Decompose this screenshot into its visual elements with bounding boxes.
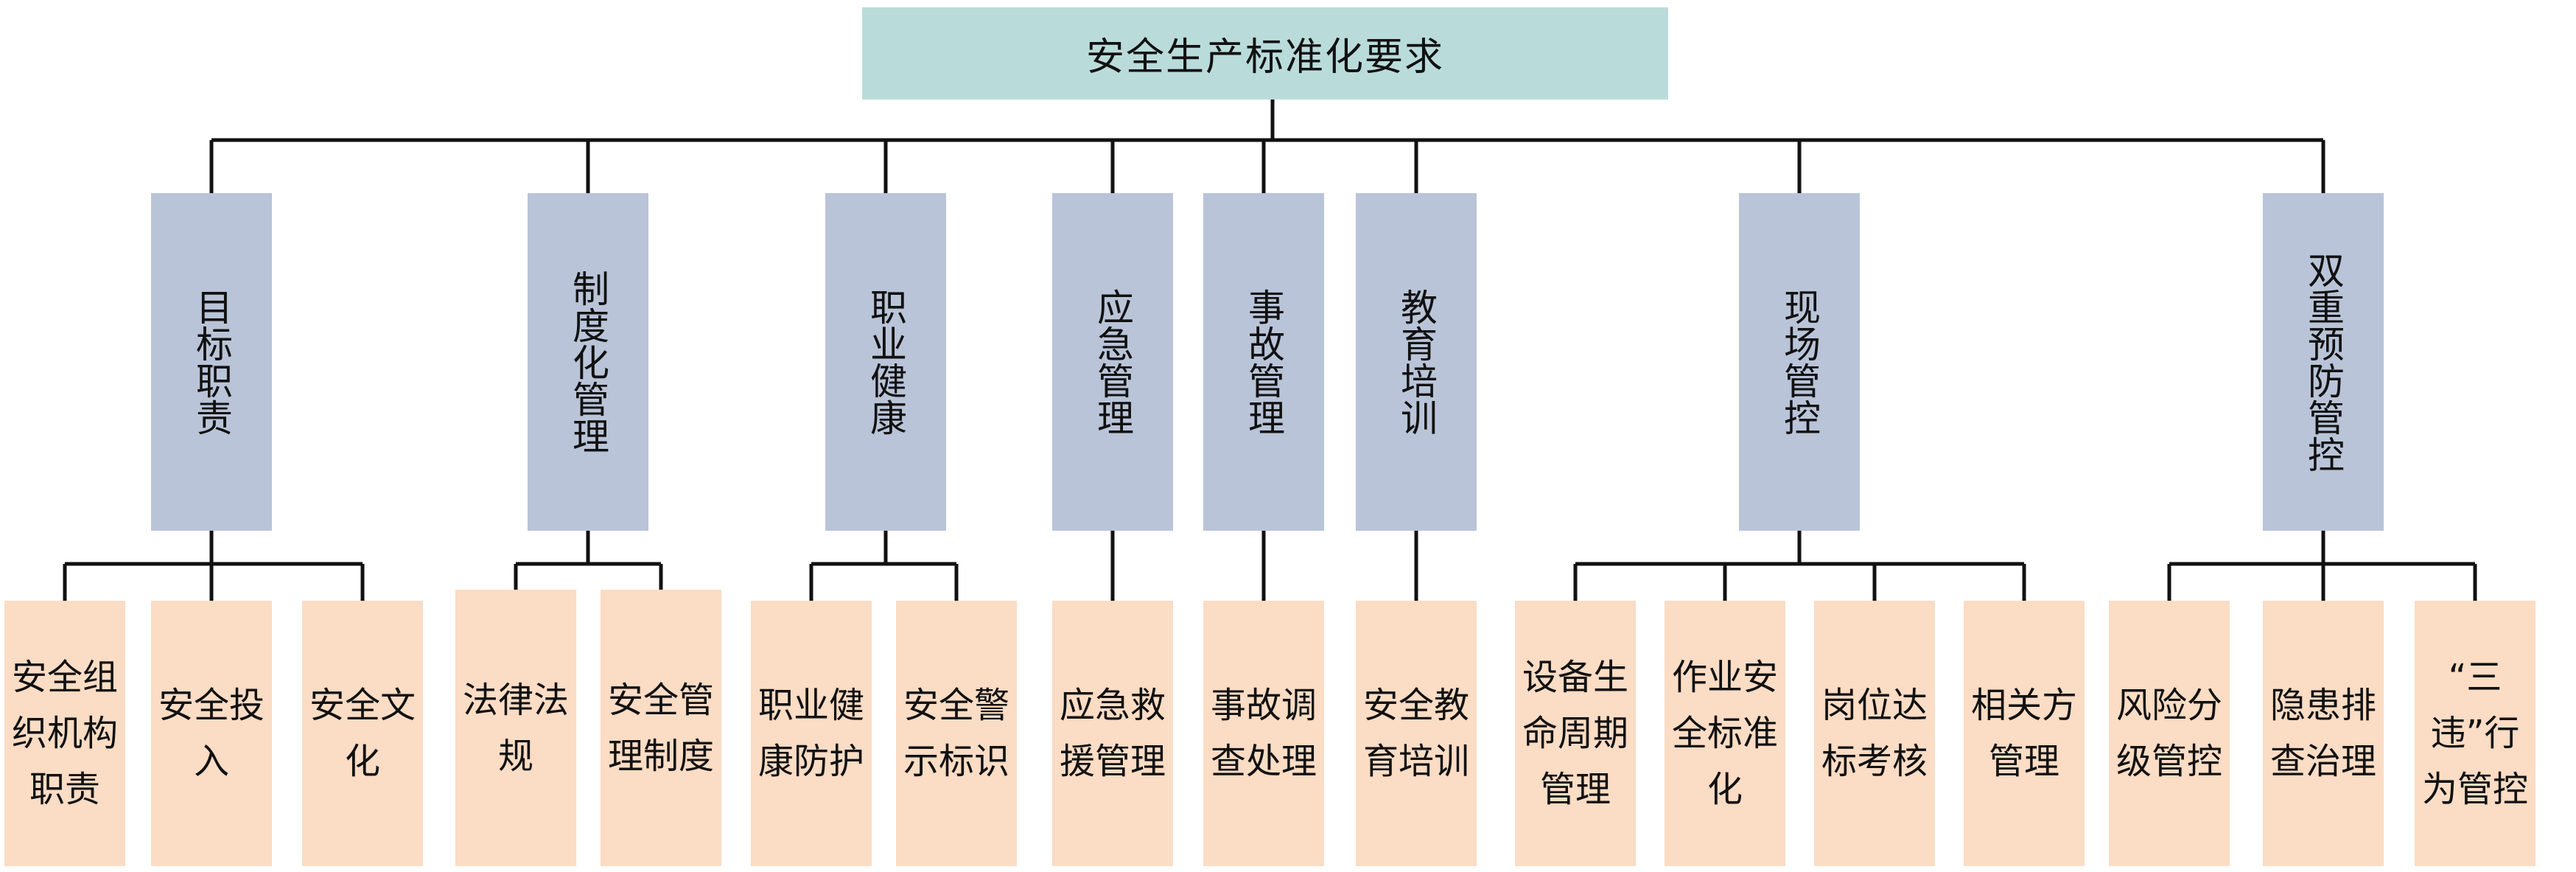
leaf-connector-6 — [1573, 531, 2026, 601]
root-connector — [211, 100, 2323, 142]
leaf-yinhuan-paicha-zhili: 隐患排查治理 — [2263, 601, 2384, 866]
category-connectors — [209, 140, 2325, 193]
leaf-connector-0 — [63, 531, 365, 601]
category-zhiduhua-guanli: 制度化管理 — [528, 193, 648, 531]
leaf-zhiye-jiankang-fanghu: 职业健康防护 — [751, 601, 872, 866]
category-mubiao-zhize: 目标职责 — [151, 193, 272, 531]
category-jiaoyu-peixun: 教育培训 — [1356, 193, 1477, 531]
category-zhiye-jiankang: 职业健康 — [825, 193, 946, 531]
leaf-zuoye-anquan-biaozhunhua: 作业安全标准化 — [1665, 601, 1785, 866]
leaf-connector-7 — [2167, 531, 2477, 601]
category-shuangchong-yufang: 双重预防管控 — [2263, 193, 2384, 531]
leaf-shigu-diaocha-chuli: 事故调查处理 — [1203, 601, 1324, 866]
leaf-shebei-shengming-zhouqi-guanli: 设备生命周期管理 — [1515, 601, 1636, 866]
leaf-anquan-guanli-zhidu: 安全管理制度 — [601, 590, 721, 866]
category-shigu-guanli: 事故管理 — [1203, 193, 1324, 531]
leaf-connector-1 — [514, 531, 663, 590]
leaf-anquan-zuzhi-jigou-zhize: 安全组织机构职责 — [4, 601, 125, 866]
leaf-fengxian-fenji-guankong: 风险分级管控 — [2109, 601, 2230, 866]
category-xianchang-guankong: 现场管控 — [1739, 193, 1860, 531]
leaf-anquan-jiaoyu-peixun: 安全教育培训 — [1356, 601, 1477, 866]
root-node: 安全生产标准化要求 — [862, 7, 1668, 100]
leaf-anquan-wenhua: 安全文化 — [302, 601, 423, 866]
leaf-gangwei-dabiao-kaohe: 岗位达标考核 — [1814, 601, 1935, 866]
leaf-falv-fagui: 法律法规 — [455, 590, 576, 866]
category-yingji-guanli: 应急管理 — [1052, 193, 1173, 531]
leaf-anquan-jingshi-biaoshi: 安全警示标识 — [896, 601, 1017, 866]
leaf-sanwei-xingwei-guankong: “三违”行为管控 — [2415, 601, 2535, 866]
leaf-anquan-touru: 安全投入 — [151, 601, 272, 866]
leaf-connector-2 — [809, 531, 959, 601]
leaf-yingji-jiuyuan-guanli: 应急救援管理 — [1052, 601, 1173, 866]
leaf-xiangguanfang-guanli: 相关方管理 — [1964, 601, 2085, 866]
